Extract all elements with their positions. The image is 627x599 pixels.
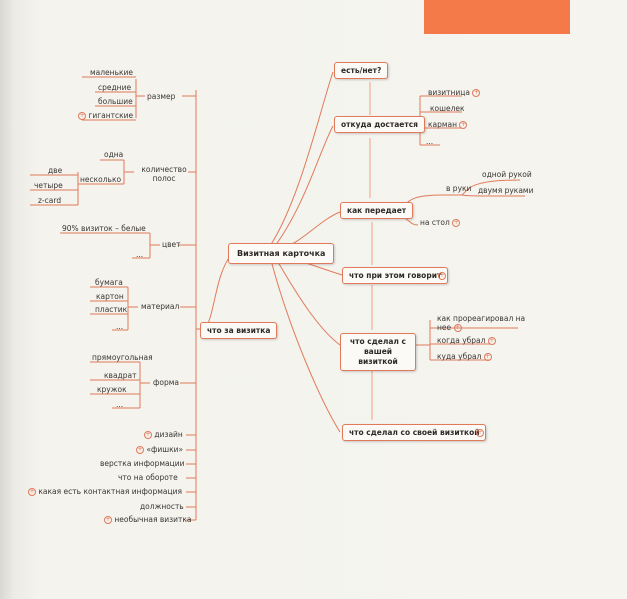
material-label: материал xyxy=(141,302,180,311)
shape-item: прямоугольная xyxy=(92,353,153,362)
shape-label: форма xyxy=(153,378,180,387)
plus-circle-icon[interactable]: + xyxy=(472,89,481,97)
extra-item-text: какая есть контактная информация xyxy=(38,487,183,496)
from-where-item: ... xyxy=(426,137,434,146)
plus-circle-icon[interactable]: + xyxy=(104,516,112,524)
color-item: 90% визиток – белые xyxy=(62,224,146,233)
extra-item: верстка информации xyxy=(100,459,185,468)
plus-circle-icon[interactable]: + xyxy=(483,353,492,361)
extra-item: что на обороте xyxy=(118,473,178,482)
extra-item-text: необычная визитка xyxy=(114,515,192,524)
extra-item: + «фишки» xyxy=(136,445,183,455)
plus-circle-icon[interactable]: + xyxy=(144,431,152,439)
plus-circle-icon[interactable]: + xyxy=(438,272,446,280)
yesno-node[interactable]: есть/нет? xyxy=(334,62,389,79)
extra-item: + дизайн xyxy=(144,430,183,440)
color-item: ... xyxy=(136,250,144,259)
material-item: бумага xyxy=(95,278,123,287)
how-pass-node[interactable]: как передает xyxy=(340,202,414,219)
stripes-label: количество полос xyxy=(141,165,187,183)
on-table-label: на стол + xyxy=(420,218,461,228)
color-label: цвет xyxy=(162,240,181,249)
from-where-item-text: визитница xyxy=(428,88,471,97)
material-item: картон xyxy=(96,292,124,301)
plus-circle-icon[interactable]: + xyxy=(459,121,468,129)
stripes-several: несколько xyxy=(80,175,122,184)
hands-item: двумя руками xyxy=(478,186,534,195)
did-yours-item-text: как прореагировал на нее xyxy=(437,314,526,332)
did-yours-item: куда убрал + xyxy=(437,352,492,362)
stripes-one: одна xyxy=(104,150,124,159)
size-label: размер xyxy=(147,92,176,101)
extra-item-text: «фишки» xyxy=(146,445,184,454)
what-card-node[interactable]: что за визитка xyxy=(200,322,278,339)
stripes-sub-item: четыре xyxy=(34,181,63,190)
did-yours-item: когда убрал + xyxy=(437,336,496,346)
material-item: ... xyxy=(116,322,124,331)
orange-tab xyxy=(424,0,570,34)
size-item-plus: + гигантские xyxy=(78,111,133,121)
from-where-item: визитница + xyxy=(428,88,481,98)
plus-circle-icon[interactable]: + xyxy=(136,446,144,454)
extra-item-text: дизайн xyxy=(154,430,183,439)
says-node[interactable]: что при этом говорит xyxy=(342,267,449,284)
extra-item: + какая есть контактная информация xyxy=(28,487,182,497)
hands-item: одной рукой xyxy=(482,170,532,179)
plus-circle-icon[interactable]: + xyxy=(78,112,86,120)
size-item: маленькие xyxy=(90,68,134,77)
did-yours-item: как прореагировал на нее + xyxy=(437,314,529,332)
from-where-item-text: карман xyxy=(428,120,458,129)
size-item: большие xyxy=(98,97,133,106)
extra-item: + необычная визитка xyxy=(104,515,192,525)
stripes-sub-item: z-card xyxy=(38,196,62,205)
did-yours-item-text: когда убрал xyxy=(437,336,486,345)
on-table-text: на стол xyxy=(420,218,450,227)
shape-item: ... xyxy=(116,400,124,409)
size-item: гигантские xyxy=(88,111,134,120)
shape-item: кружок xyxy=(97,385,127,394)
did-own-node[interactable]: что сделал со своей визиткой xyxy=(342,424,487,441)
plus-circle-icon[interactable]: + xyxy=(28,488,36,496)
stripes-sub-item: две xyxy=(48,166,63,175)
from-where-item: карман + xyxy=(428,120,468,130)
did-yours-node[interactable]: что сделал с вашей визиткой xyxy=(340,333,416,371)
plus-circle-icon[interactable]: + xyxy=(453,324,462,332)
plus-circle-icon[interactable]: + xyxy=(487,337,496,345)
shape-item: квадрат xyxy=(104,371,137,380)
extra-item: должность xyxy=(140,502,184,511)
central-node[interactable]: Визитная карточка xyxy=(228,243,335,264)
material-item: пластик xyxy=(95,305,128,314)
plus-circle-icon[interactable]: + xyxy=(476,429,484,437)
from-where-item: кошелек xyxy=(430,104,465,113)
in-hands-label: в руки xyxy=(446,184,472,193)
plus-circle-icon[interactable]: + xyxy=(452,219,461,227)
did-yours-item-text: куда убрал xyxy=(437,352,482,361)
from-where-node[interactable]: откуда достается xyxy=(334,116,425,133)
size-item: средние xyxy=(98,83,132,92)
